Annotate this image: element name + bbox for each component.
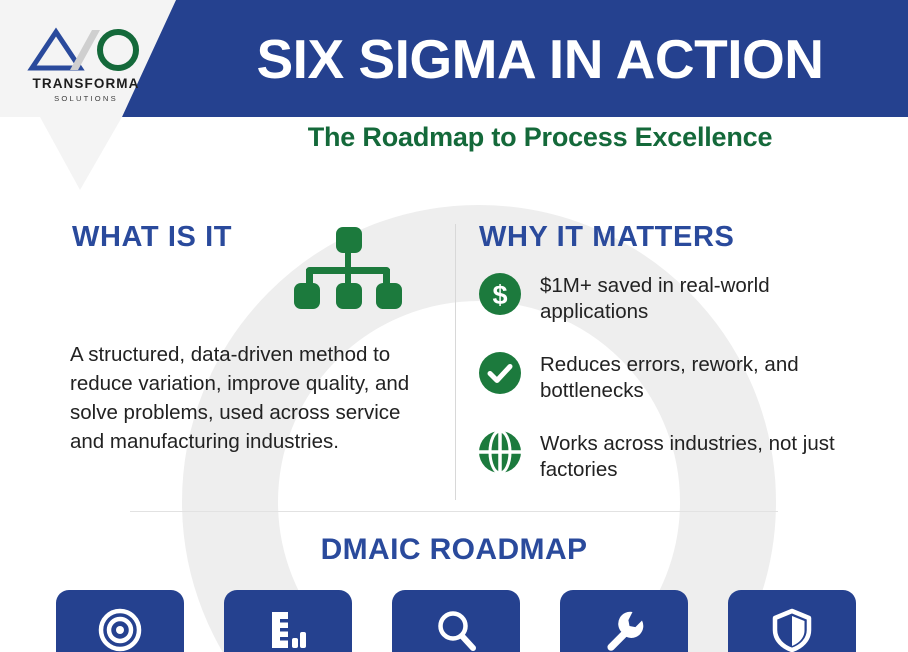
list-item-label: $1M+ saved in real-world applications <box>540 274 770 323</box>
why-it-matters-heading: WHY IT MATTERS <box>479 221 735 253</box>
magnifier-icon <box>438 611 476 651</box>
dmaic-card-control[interactable] <box>728 590 856 652</box>
logo-mark-icon <box>27 27 139 71</box>
list-item-label: Reduces errors, rework, and bottlenecks <box>540 353 799 402</box>
list-item: Works across industries, not just factor… <box>478 430 878 483</box>
dmaic-card-row <box>0 590 908 652</box>
dmaic-heading: DMAIC ROADMAP <box>320 533 588 566</box>
hierarchy-icon <box>294 227 402 309</box>
list-item-label: Works across industries, not just factor… <box>540 432 835 481</box>
measure-chart-icon <box>272 612 306 648</box>
logo-subtitle: SOLUTIONS <box>54 94 118 103</box>
section-divider <box>130 511 778 512</box>
dmaic-card-measure[interactable] <box>224 590 352 652</box>
why-it-matters-list: $ $1M+ saved in real-world applications … <box>478 272 878 509</box>
page-title: SIX SIGMA IN ACTION <box>256 28 824 90</box>
what-is-it-heading: WHAT IS IT <box>72 221 233 253</box>
what-is-it-body: A structured, data-driven method to redu… <box>70 343 410 453</box>
dollar-circle-icon: $ <box>479 273 521 315</box>
check-circle-icon <box>479 352 521 394</box>
header-blue-shape <box>80 0 908 117</box>
header-band <box>0 0 908 117</box>
brand-logo: TRANSFORMA SOLUTIONS <box>20 26 152 106</box>
shield-icon <box>772 608 812 652</box>
dmaic-card-improve[interactable] <box>560 590 688 652</box>
list-item: Reduces errors, rework, and bottlenecks <box>478 351 878 404</box>
logo-name: TRANSFORMA <box>32 76 140 91</box>
page-subtitle: The Roadmap to Process Excellence <box>307 122 773 152</box>
dmaic-card-define[interactable] <box>56 590 184 652</box>
globe-icon <box>479 430 521 474</box>
wrench-icon <box>607 611 644 651</box>
list-item: $ $1M+ saved in real-world applications <box>478 272 878 325</box>
dmaic-card-analyze[interactable] <box>392 590 520 652</box>
svg-text:$: $ <box>492 280 507 310</box>
target-icon <box>98 608 142 652</box>
column-divider <box>455 224 456 500</box>
